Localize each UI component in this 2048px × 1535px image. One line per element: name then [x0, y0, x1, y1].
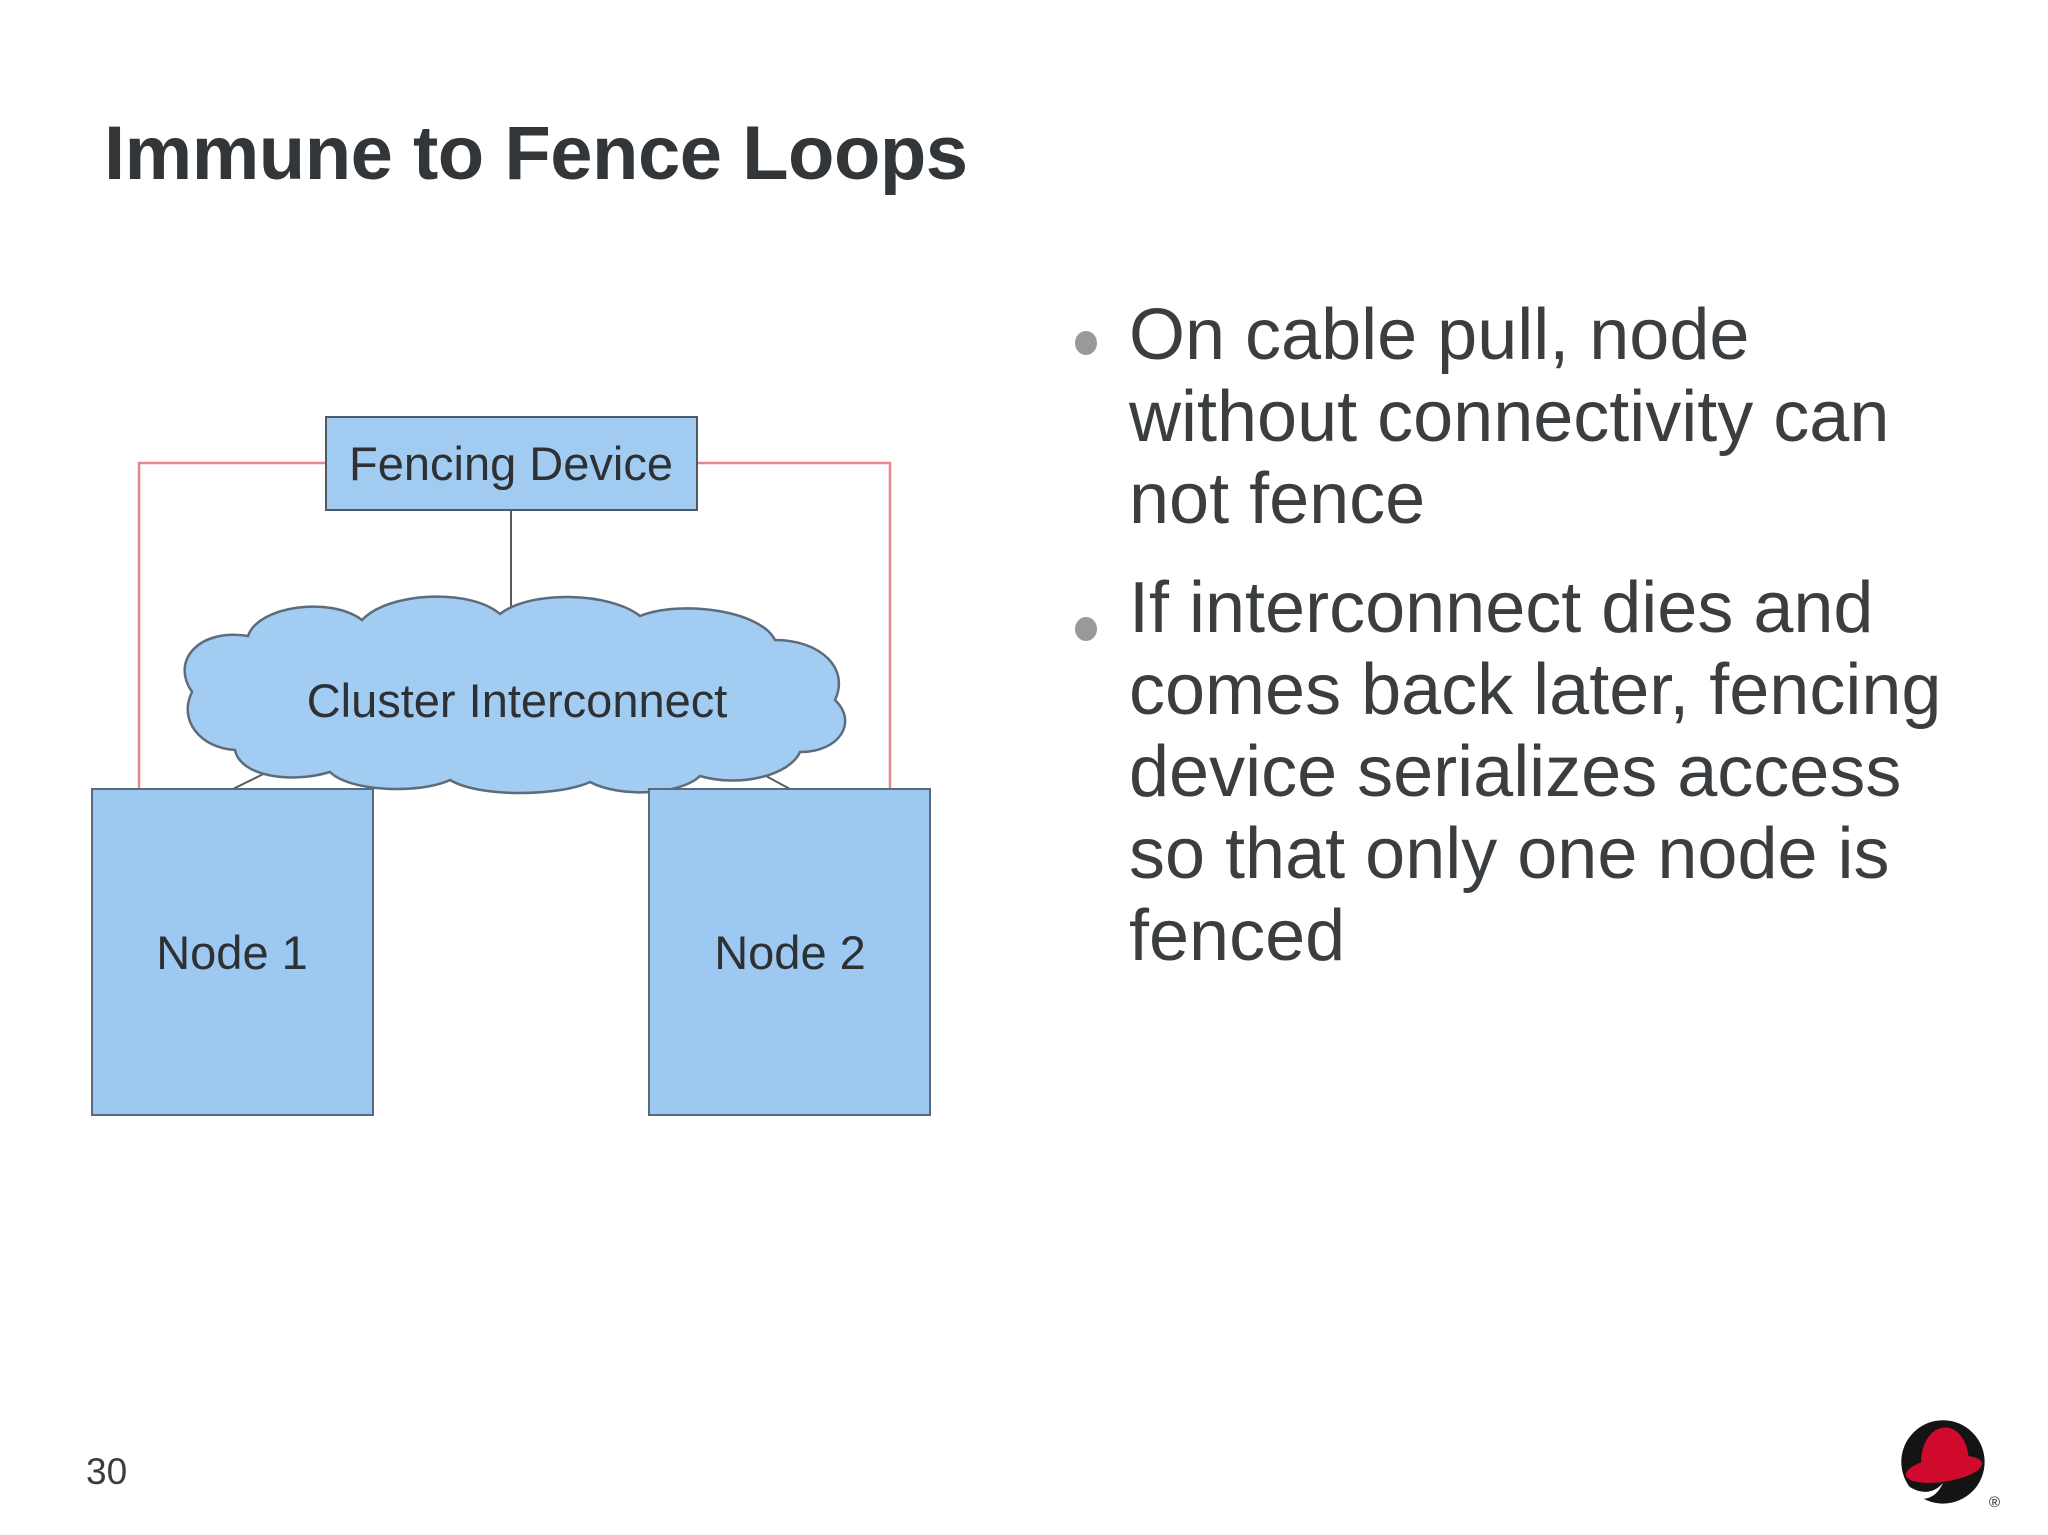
- cluster-interconnect-label: Cluster Interconnect: [307, 674, 728, 727]
- node2-box: [648, 788, 931, 1116]
- node1-label: Node 1: [156, 926, 308, 979]
- node1-box: [91, 788, 374, 1116]
- cluster-interconnect-cloud: [183, 595, 847, 795]
- page-number: 30: [86, 1451, 128, 1492]
- bullet-text-line: If interconnect dies and: [1129, 568, 1874, 648]
- bullet-text-line: not fence: [1129, 459, 1426, 539]
- node2-label: Node 2: [714, 926, 866, 979]
- redhat-logo-icon: [1900, 1420, 1985, 1504]
- slide-title: Immune to Fence Loops: [104, 111, 968, 196]
- fencing-device-box: [325, 416, 698, 511]
- bullet-text-line: without connectivity can: [1129, 377, 1890, 457]
- bullet-text-line: comes back later, fencing: [1129, 650, 1942, 730]
- bullet-item-1: On cable pull, node without connectivity…: [1129, 294, 1889, 540]
- bullet-text-line: fenced: [1129, 896, 1346, 976]
- bullet-dot: [1075, 617, 1097, 641]
- bullet-item-2: If interconnect dies and comes back late…: [1129, 567, 1941, 977]
- bullet-text-line: so that only one node is: [1129, 814, 1890, 894]
- fencing-device-label: Fencing Device: [349, 437, 673, 490]
- bullet-text-line: device serializes access: [1129, 732, 1902, 812]
- bullet-dot: [1075, 331, 1097, 355]
- bullet-text-line: On cable pull, node: [1129, 295, 1750, 375]
- registered-trademark-symbol: ®: [1989, 1494, 2001, 1511]
